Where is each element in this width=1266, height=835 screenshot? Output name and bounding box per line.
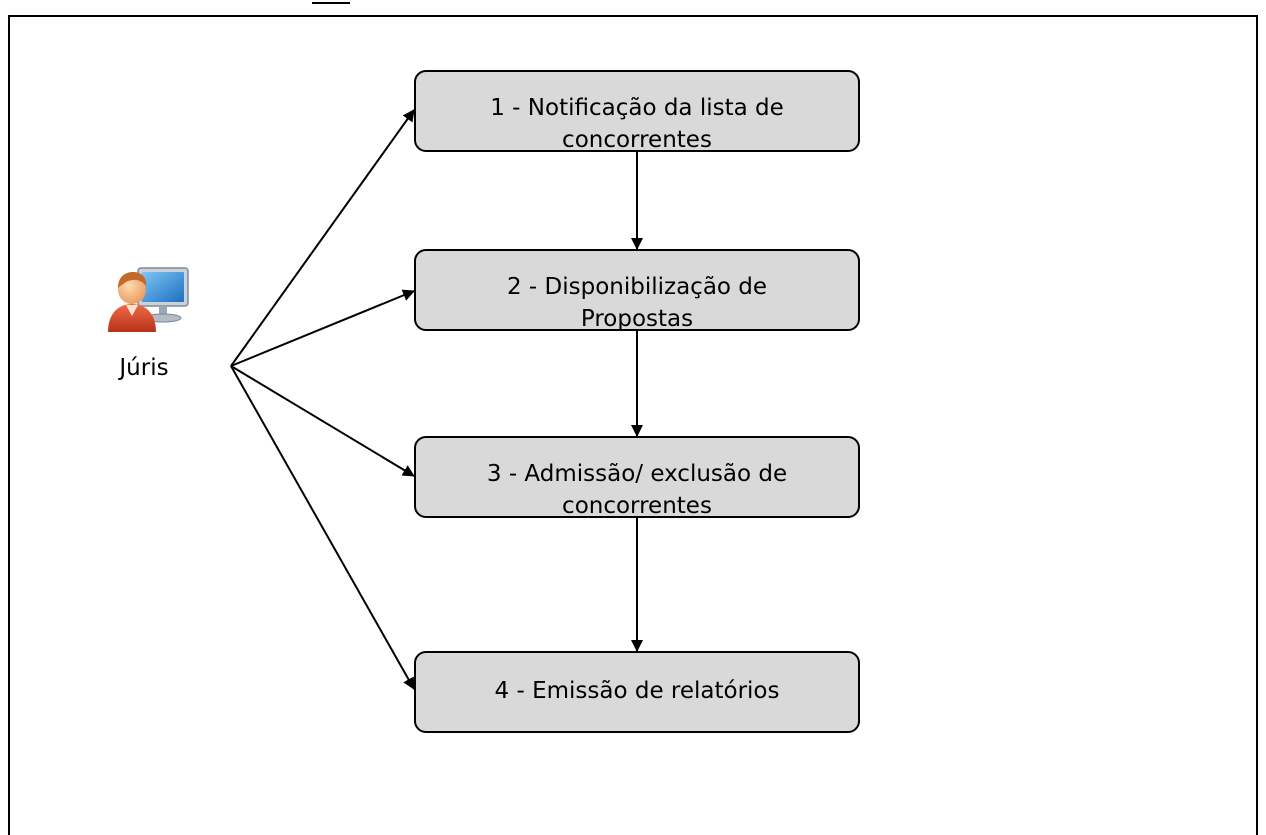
arrow-actor-to-step-3	[230, 365, 415, 477]
step-label-4: 4 - Emissão de relatórios	[494, 678, 780, 704]
arrow-actor-to-step-2	[230, 289, 415, 367]
diagram-frame	[8, 15, 1258, 835]
step-label-3: 3 - Admissão/ exclusão de concorrentes	[486, 461, 788, 519]
arrow-actor-to-step-1	[230, 109, 415, 367]
step-label-1: 1 - Notificação da lista de concorrentes	[490, 95, 784, 153]
step-box-3: 3 - Admissão/ exclusão de concorrentes	[414, 436, 860, 519]
step-box-1: 1 - Notificação da lista de concorrentes	[414, 70, 860, 153]
arrow-actor-to-step-4	[230, 365, 415, 690]
connector-layer	[230, 109, 643, 690]
step-box-4: 4 - Emissão de relatórios	[414, 651, 860, 733]
step-box-2: 2 - Disponibilização de Propostas	[414, 249, 860, 332]
underline-fragment	[312, 2, 350, 4]
actor-label: Júris	[119, 355, 169, 381]
top-document-fragment	[0, 0, 1266, 6]
step-label-2: 2 - Disponibilização de Propostas	[506, 274, 768, 332]
user-at-computer-icon	[108, 267, 189, 332]
